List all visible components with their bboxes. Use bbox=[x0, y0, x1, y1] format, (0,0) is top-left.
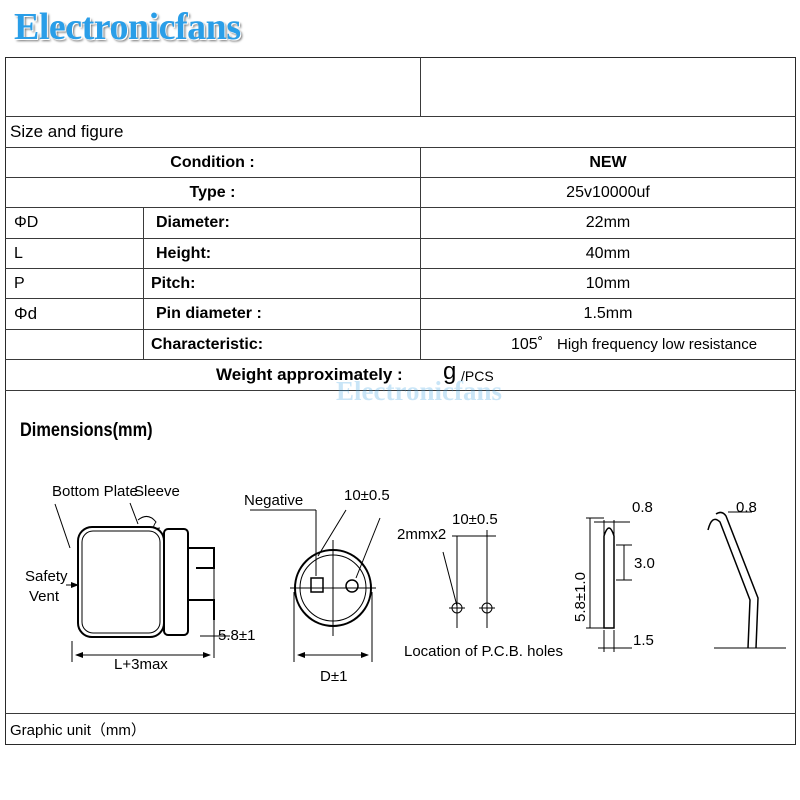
height-value: 40mm bbox=[585, 244, 631, 262]
height-label: Height: bbox=[156, 244, 212, 262]
diameter-dim-label: D±1 bbox=[320, 668, 347, 685]
pin-base-label: 1.5 bbox=[633, 632, 654, 649]
pin-width-label: 0.8 bbox=[632, 499, 653, 516]
bent-lead-view bbox=[707, 511, 786, 649]
weight-label: Weight approximately : bbox=[216, 365, 403, 384]
row-line bbox=[5, 147, 796, 148]
lead-width-label: 0.8 bbox=[736, 499, 757, 516]
symbol-height: L bbox=[14, 244, 23, 262]
graphic-unit-note: Graphic unit（mm） bbox=[10, 721, 146, 739]
characteristic-label: Characteristic: bbox=[151, 335, 264, 353]
vent-label: Vent bbox=[29, 588, 60, 605]
sleeve-label: Sleeve bbox=[134, 483, 180, 500]
characteristic-temp: 105˚ bbox=[511, 335, 544, 353]
type-value: 25v10000uf bbox=[566, 183, 650, 201]
negative-label: Negative bbox=[244, 492, 303, 509]
row-line bbox=[5, 116, 796, 117]
row-line bbox=[5, 177, 796, 178]
row-line bbox=[5, 329, 796, 330]
row-line bbox=[5, 298, 796, 299]
condition-label: Condition : bbox=[170, 153, 255, 171]
symbol-pitch: P bbox=[14, 274, 25, 292]
symbol-pin-diameter: Φd bbox=[14, 304, 38, 323]
pitch-dim-label: 10±0.5 bbox=[344, 487, 390, 504]
characteristic-value: High frequency low resistance bbox=[557, 336, 758, 353]
pcb-holes-view bbox=[442, 530, 496, 628]
section-title: Size and figure bbox=[10, 122, 124, 141]
row-line bbox=[5, 207, 796, 208]
pin-head-label: 3.0 bbox=[634, 555, 655, 572]
row-line bbox=[5, 238, 796, 239]
row-line bbox=[5, 390, 796, 391]
weight-unit: /PCS bbox=[461, 368, 494, 384]
col-line bbox=[143, 207, 144, 359]
bottom-plate-label: Bottom Plate bbox=[52, 483, 138, 500]
pin-diameter-label: Pin diameter : bbox=[156, 305, 262, 322]
pin-detail-view bbox=[586, 517, 632, 652]
pitch-value: 10mm bbox=[585, 274, 631, 292]
type-label: Type : bbox=[189, 183, 236, 201]
pin-length-label: 5.8±1.0 bbox=[572, 572, 589, 622]
hole-pitch-label: 10±0.5 bbox=[452, 511, 498, 528]
safety-label: Safety bbox=[25, 568, 68, 585]
row-line bbox=[5, 359, 796, 360]
top-divider bbox=[420, 57, 421, 116]
pitch-label: Pitch: bbox=[151, 274, 196, 292]
capacitor-side-view bbox=[77, 516, 215, 658]
condition-value: NEW bbox=[589, 153, 627, 171]
weight-value: g bbox=[443, 358, 457, 385]
brand-logo: Electronicfans bbox=[14, 6, 241, 48]
lead-length-label: 5.8±1 bbox=[218, 627, 255, 644]
capacitor-bottom-view bbox=[290, 540, 376, 662]
row-line bbox=[5, 268, 796, 269]
pin-diameter-value: 1.5mm bbox=[583, 305, 633, 322]
pcb-holes-label: Location of P.C.B. holes bbox=[404, 643, 563, 660]
l-dim-label: L+3max bbox=[114, 656, 168, 673]
hole-size-label: 2mmx2 bbox=[397, 526, 446, 543]
spec-table bbox=[5, 57, 796, 745]
watermark: Electronicfans bbox=[336, 376, 502, 406]
diameter-value: 22mm bbox=[585, 214, 631, 231]
diameter-label: Diameter: bbox=[156, 214, 230, 231]
col-line bbox=[420, 147, 421, 359]
row-line bbox=[5, 713, 796, 714]
dimensions-title: Dimensions(mm) bbox=[20, 420, 153, 441]
symbol-diameter: ΦD bbox=[14, 214, 39, 231]
